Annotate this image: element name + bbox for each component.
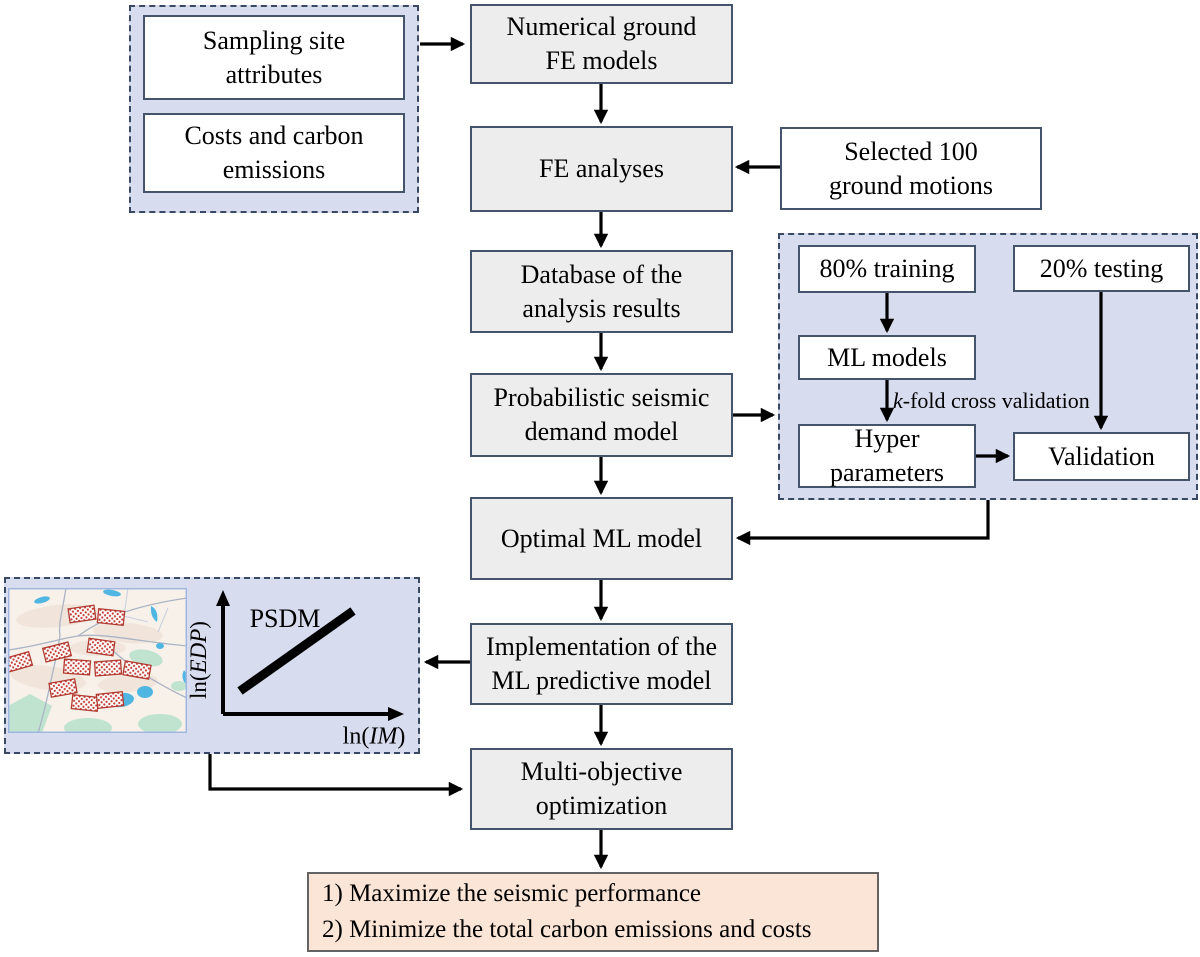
sampling-sites-map-image (8, 588, 187, 733)
selected-ground-motions-box: Selected 100 ground motions (780, 127, 1042, 210)
hyper-parameters-box: Hyper parameters (798, 424, 976, 488)
kfold-cross-validation-label: k-fold cross validation (893, 388, 1090, 414)
box-label-line: FE analyses (539, 154, 664, 184)
box-label-line: Database of the (520, 259, 683, 289)
box-label-line: Hyper (854, 424, 920, 454)
testing-20-box: 20% testing (1013, 245, 1190, 292)
optimization-objectives-box: 1) Maximize the seismic performance 2) M… (307, 872, 879, 952)
sampling-site-attributes-box: Sampling site attributes (143, 15, 405, 100)
psdm-x-axis-label: ln(IM) (342, 723, 406, 750)
box-label-line: 80% training (819, 254, 955, 284)
box-label-line: Sampling site (202, 25, 346, 55)
probabilistic-seismic-demand-model-box: Probabilistic seismic demand model (470, 373, 733, 457)
site-markers (8, 604, 152, 713)
database-analysis-results-box: Database of the analysis results (470, 250, 733, 333)
box-label-line: Optimal ML model (500, 523, 703, 553)
y-axis-arrowhead (216, 590, 230, 606)
psdm-y-axis-label: ln(EDP) (186, 621, 211, 699)
arrow-mlgroup-to-optimal (735, 500, 990, 546)
box-label-line: ML models (827, 342, 947, 372)
box-label-line: Numerical ground (506, 12, 697, 42)
box-label-line: ML predictive model (491, 666, 712, 695)
ml-models-box: ML models (798, 335, 976, 380)
box-label-line: Probabilistic seismic (493, 383, 710, 413)
box-label-line: parameters (829, 458, 945, 487)
box-label-line: emissions (222, 155, 326, 184)
psdm-plot (216, 590, 404, 721)
costs-carbon-emissions-box: Costs and carbon emissions (143, 113, 405, 193)
box-label-line: FE models (545, 46, 658, 75)
x-axis-arrowhead (388, 707, 404, 721)
objective-line: 2) Minimize the total carbon emissions a… (322, 916, 812, 943)
box-label-line: Validation (1048, 441, 1155, 471)
box-label-line: 20% testing (1039, 253, 1164, 283)
optimal-ml-model-box: Optimal ML model (470, 497, 733, 580)
kfold-rest: -fold cross validation (902, 388, 1090, 413)
training-80-box: 80% training (798, 245, 976, 293)
box-label-line: analysis results (522, 293, 681, 323)
box-label-line: Multi-objective (520, 757, 683, 787)
box-label-line: demand model (524, 417, 679, 446)
psdm-fit-line (237, 607, 356, 695)
kfold-italic-k: k (893, 388, 903, 413)
arrow-psdmgroup-to-moo (208, 754, 464, 797)
box-label-line: optimization (535, 791, 668, 820)
fe-analyses-box: FE analyses (470, 126, 733, 212)
box-label-line: attributes (225, 59, 323, 89)
box-label-line: Costs and carbon (184, 121, 364, 151)
psdm-plot-title: PSDM (249, 604, 321, 633)
box-label-line: Implementation of the (485, 632, 718, 662)
multi-objective-optimization-box: Multi-objective optimization (470, 748, 733, 830)
validation-box: Validation (1013, 432, 1190, 481)
box-label-line: ground motions (829, 170, 993, 200)
objective-line: 1) Maximize the seismic performance (322, 879, 702, 907)
box-label-line: Selected 100 (844, 136, 978, 166)
numerical-fe-models-box: Numerical ground FE models (470, 4, 733, 84)
implementation-ml-predictive-model-box: Implementation of the ML predictive mode… (470, 623, 733, 705)
